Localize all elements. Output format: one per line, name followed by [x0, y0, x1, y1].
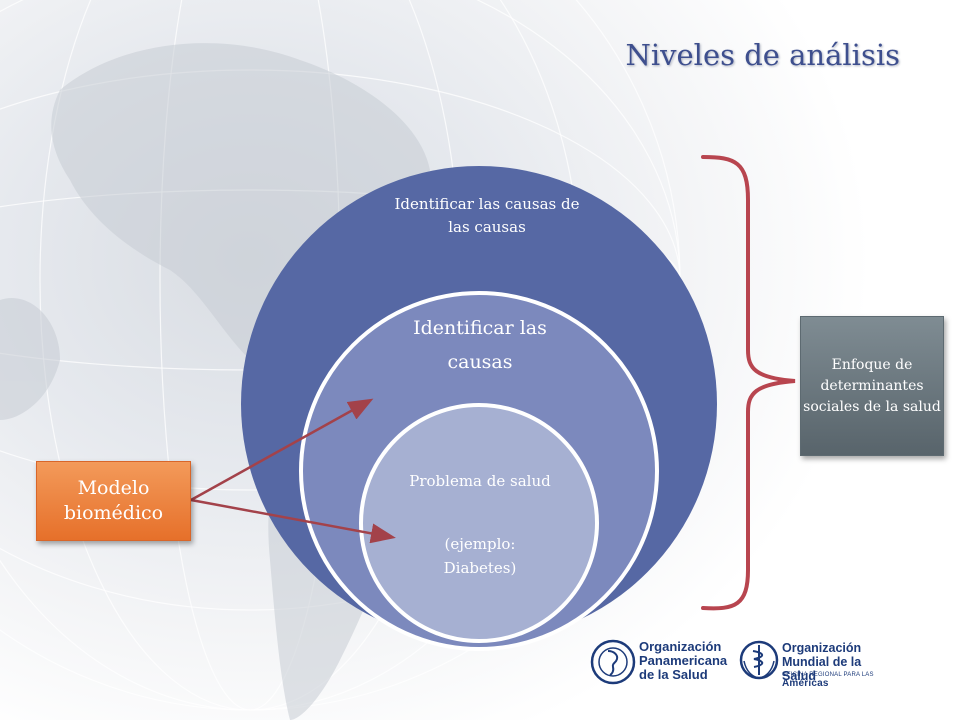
oms-regional-small: OFICINA REGIONAL PARA LAS	[782, 672, 874, 678]
modelo-biomedico-label: Modelo biomédico	[63, 477, 164, 524]
enfoque-determinantes-label: Enfoque de determinantes sociales de la …	[803, 356, 941, 415]
page-title: Niveles de análisis	[625, 38, 900, 72]
inner-ring	[359, 403, 599, 643]
oms-logo: Organización Mundial de la Salud OFICINA…	[738, 637, 898, 689]
oms-emblem-icon	[739, 640, 779, 680]
ops-logo-text: Organización Panamericana de la Salud	[639, 639, 728, 682]
middle-ring-label: Identificar las causas	[413, 317, 547, 373]
arrow-to-problema	[190, 498, 396, 544]
ops-emblem-icon	[590, 639, 636, 685]
brace-bracket	[701, 155, 796, 611]
oms-regional-americas: Américas	[782, 678, 829, 689]
enfoque-determinantes-box: Enfoque de determinantes sociales de la …	[800, 316, 944, 456]
oms-logo-text: Organización Mundial de la Salud	[782, 641, 862, 683]
arrow-to-causas	[190, 398, 374, 502]
oms-regional-office: OFICINA REGIONAL PARA LAS Américas	[782, 672, 898, 689]
ops-logo: Organización Panamericana de la Salud	[590, 637, 730, 687]
inner-ring-label: Problema de salud	[409, 472, 551, 490]
modelo-biomedico-box: Modelo biomédico	[36, 461, 191, 541]
outer-ring-label: Identificar las causas de las causas	[394, 195, 580, 236]
inner-ring-example: (ejemplo: Diabetes)	[443, 535, 517, 577]
